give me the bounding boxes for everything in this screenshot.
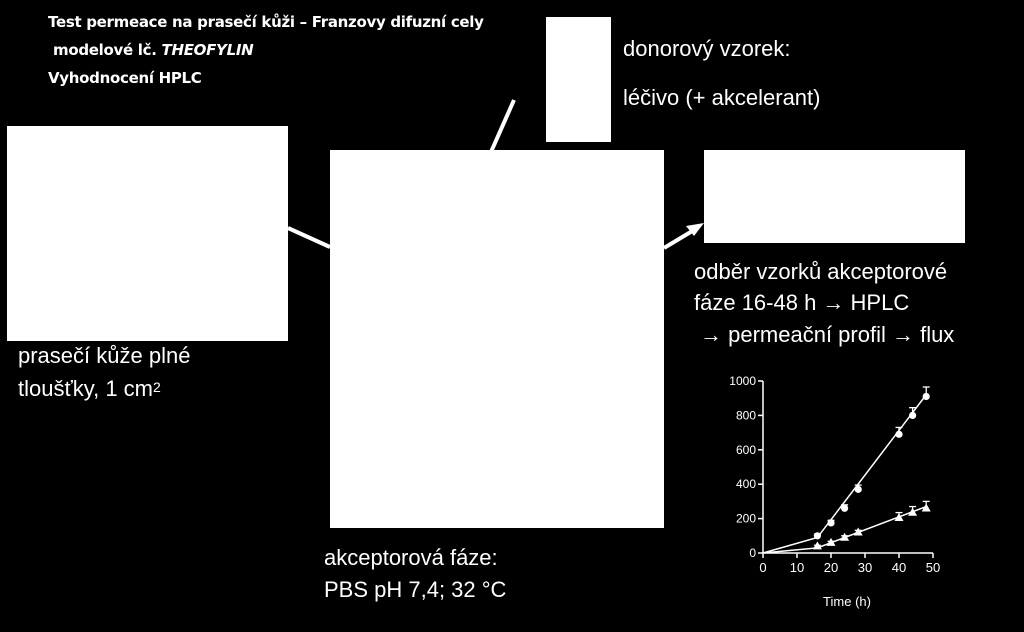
header-title: Test permeace na prasečí kůži – Franzovy… [48, 13, 484, 31]
sampling-line3: → permeační profil → flux [700, 322, 955, 347]
skin-connector [287, 226, 331, 249]
chart-marks [762, 386, 931, 554]
header-evaluation: Vyhodnocení HPLC [48, 69, 202, 87]
header: Test permeace na prasečí kůži – Franzovy… [48, 8, 484, 92]
donor-sample-image [546, 17, 611, 142]
chart-x-tick-label: 20 [824, 560, 838, 575]
chart-point-triangle [894, 512, 904, 521]
sampling-connector-arrow [662, 228, 696, 250]
skin-label-superscript: 2 [153, 379, 161, 395]
chart-x-tick-label: 40 [892, 560, 906, 575]
chart-x-axis-label: Time (h) [823, 594, 871, 609]
donor-content: léčivo (+ akcelerant) [623, 85, 821, 110]
chart-point-circle [909, 411, 917, 419]
acceptor-label-line1: akceptorová fáze: [324, 545, 498, 570]
sampling-line2: fáze 16-48 h → HPLC [694, 290, 910, 315]
chart-point-triangle [840, 532, 850, 541]
chart-y-tick-label: 600 [736, 443, 756, 457]
arrow-head-icon [686, 223, 704, 236]
skin-label-line1: prasečí kůže plné [18, 343, 191, 368]
chart-y-tick-label: 400 [736, 477, 756, 491]
chart-point-circle [813, 532, 822, 540]
acceptor-label-line2: PBS pH 7,4; 32 °C [324, 577, 507, 602]
skin-image [7, 126, 288, 341]
chart-point-triangle [853, 527, 863, 536]
franz-cell-image [330, 150, 664, 528]
chart-point-triangle [812, 541, 822, 550]
chart-point-triangle [921, 503, 931, 512]
chart-x-tick-label: 10 [790, 560, 804, 575]
chart-y-tick-label: 800 [736, 408, 756, 422]
donor-connector [489, 99, 516, 153]
chart-point-circle [922, 392, 930, 401]
chart-point-circle [841, 504, 849, 512]
skin-label-text: tloušťky, 1 cm [18, 376, 153, 401]
chart-point-triangle [826, 537, 836, 546]
sampling-image [704, 150, 965, 243]
chart-point-circle [895, 430, 903, 438]
chart-point-circle [827, 519, 835, 527]
chart-axes: 0 200 400 600 800 1000 0 10 20 30 40 50 [729, 374, 940, 575]
donor-title: donorový vzorek: [623, 36, 791, 61]
header-drug-name: THEOFYLIN [161, 41, 254, 59]
chart-point-triangle [908, 507, 918, 516]
chart-y-tick-label: 0 [749, 546, 756, 560]
chart-point-circle [854, 485, 862, 493]
header-model-prefix: modelové lč. [53, 41, 162, 59]
chart-x-tick-label: 0 [759, 560, 766, 575]
chart-x-tick-label: 50 [926, 560, 940, 575]
sampling-line1: odběr vzorků akceptorové [694, 259, 948, 284]
skin-label-line2: tloušťky, 1 cm2 [18, 374, 161, 404]
chart-y-tick-label: 1000 [729, 374, 756, 388]
chart-x-tick-label: 30 [858, 560, 872, 575]
chart-series-circle-fit-line [762, 394, 927, 554]
header-model-drug: modelové lč. THEOFYLIN [48, 36, 484, 64]
chart-y-tick-label: 200 [736, 512, 756, 526]
